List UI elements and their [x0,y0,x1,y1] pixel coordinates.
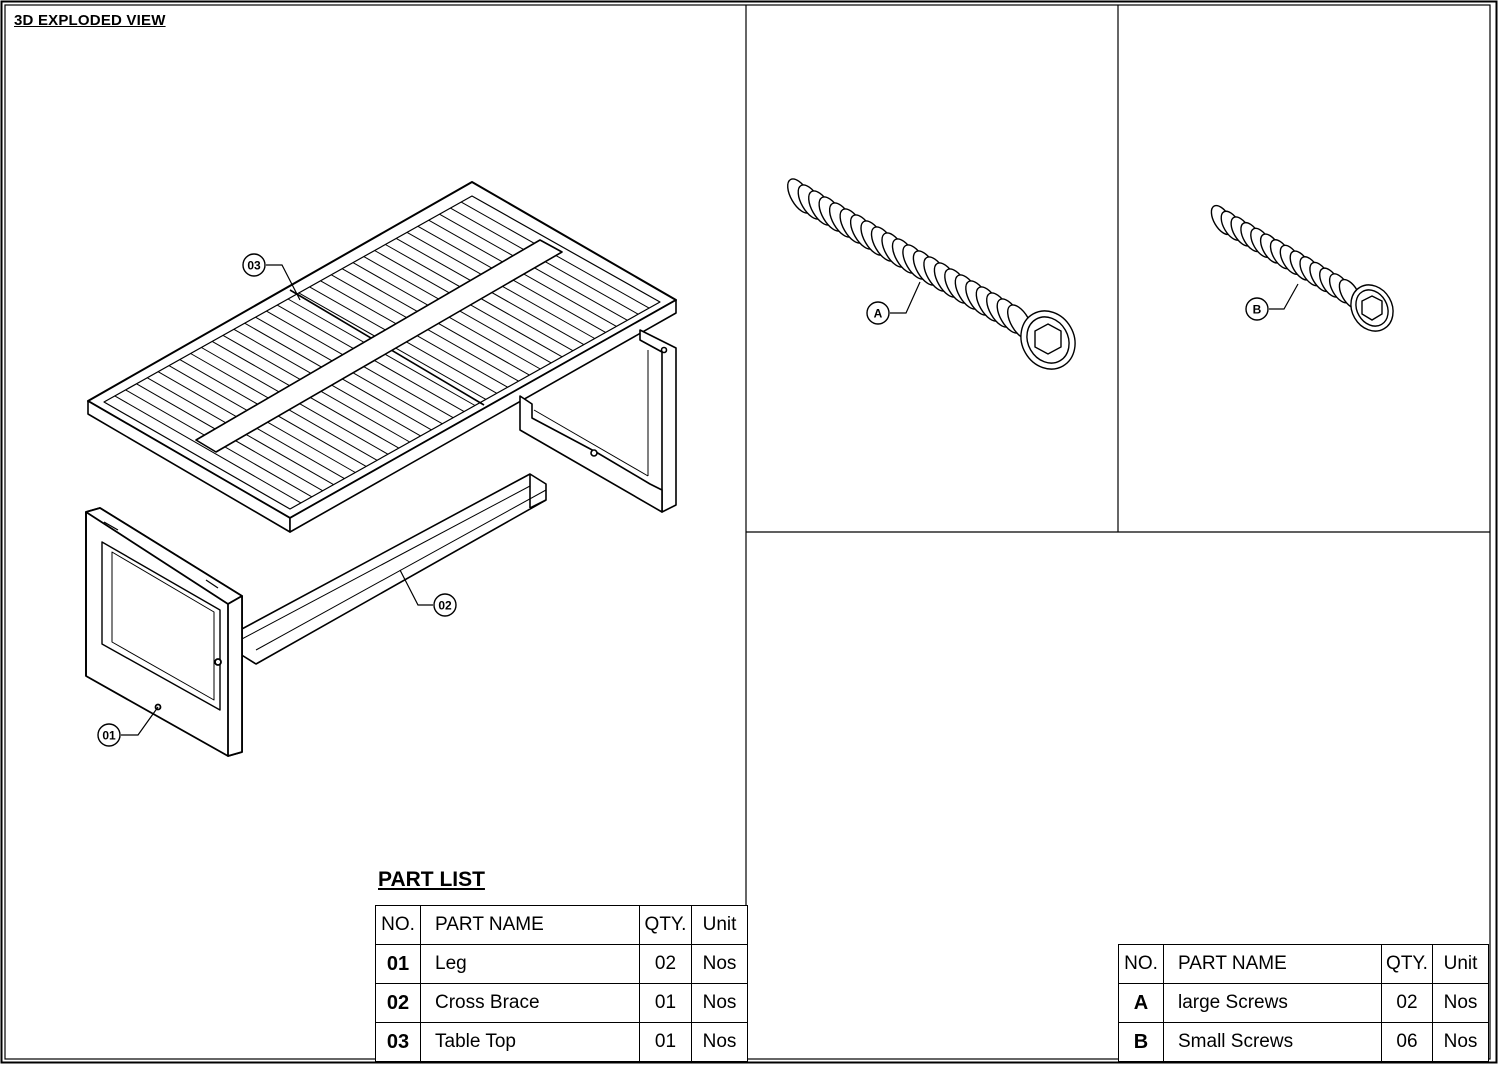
hardware-list-header-row: NO. PART NAME QTY. Unit [1118,944,1489,984]
header-unit: Unit [691,905,748,945]
callout-label-03: 03 [247,259,261,273]
part-no: B [1118,1022,1164,1062]
header-unit: Unit [1432,944,1489,984]
table-top-slats [114,201,650,504]
part-qty: 01 [639,1022,692,1062]
part-list-table: NO. PART NAME QTY. Unit 01 Leg 02 Nos 02… [375,905,748,1062]
header-no: NO. [1118,944,1164,984]
part-list-title: PART LIST [378,868,485,891]
view-title: 3D EXPLODED VIEW [14,12,166,29]
part-unit: Nos [691,1022,748,1062]
part-unit: Nos [1432,983,1489,1023]
header-no: NO. [375,905,421,945]
part-unit: Nos [691,983,748,1023]
callout-label-02: 02 [438,599,452,613]
callout-leaders [121,264,1299,736]
part-no: A [1118,983,1164,1023]
part-no: 03 [375,1022,421,1062]
callout-label-01: 01 [102,729,116,743]
callout-balloon-A: A [866,301,890,325]
callout-label-A: A [874,307,883,321]
small-screw-drawing [1210,204,1394,332]
callout-balloon-02: 02 [433,593,457,617]
header-qty: QTY. [1381,944,1433,984]
header-part-name: PART NAME [420,905,640,945]
hardware-list-table: NO. PART NAME QTY. Unit A large Screws 0… [1118,944,1489,1062]
table-row: A large Screws 02 Nos [1118,983,1489,1023]
table-top-drawing [87,181,677,533]
table-row: 03 Table Top 01 Nos [375,1022,748,1062]
part-qty: 06 [1381,1022,1433,1062]
header-part-name: PART NAME [1163,944,1382,984]
table-row: 01 Leg 02 Nos [375,944,748,984]
part-name: Leg [420,944,640,984]
table-top-center-rail [195,239,563,453]
part-list-header-row: NO. PART NAME QTY. Unit [375,905,748,945]
back-leg-drawing [519,329,677,513]
part-name: large Screws [1163,983,1382,1023]
part-name: Small Screws [1163,1022,1382,1062]
table-top-slat-line [114,395,302,504]
front-leg-drawing [85,507,243,757]
part-qty: 02 [1381,983,1433,1023]
large-screw-drawing [787,178,1076,370]
part-name: Table Top [420,1022,640,1062]
part-unit: Nos [691,944,748,984]
table-row: 02 Cross Brace 01 Nos [375,983,748,1023]
callout-label-B: B [1253,303,1262,317]
part-unit: Nos [1432,1022,1489,1062]
table-top-inner-frame [103,195,661,510]
part-no: 02 [375,983,421,1023]
table-row: B Small Screws 06 Nos [1118,1022,1489,1062]
callout-balloon-B: B [1245,297,1269,321]
header-qty: QTY. [639,905,692,945]
part-qty: 01 [639,983,692,1023]
part-name: Cross Brace [420,983,640,1023]
callout-balloon-01: 01 [97,723,121,747]
callout-balloon-03: 03 [242,253,266,277]
part-no: 01 [375,944,421,984]
part-qty: 02 [639,944,692,984]
